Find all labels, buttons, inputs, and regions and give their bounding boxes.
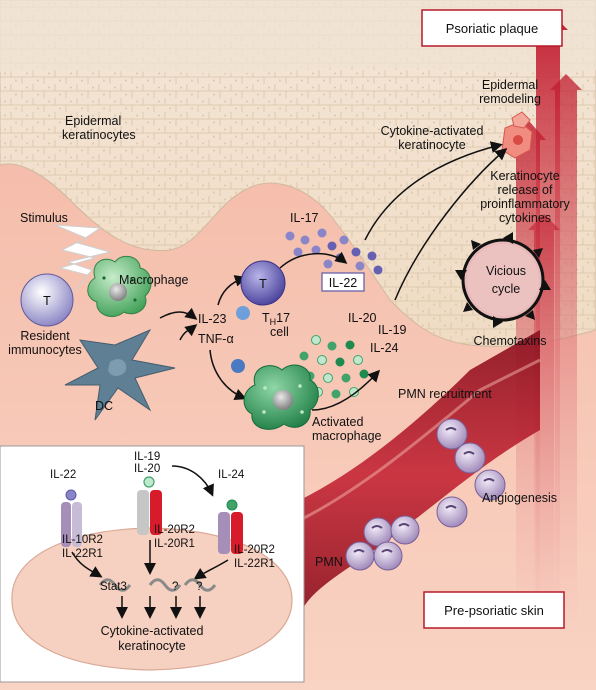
stimulus-label: Stimulus: [20, 211, 68, 225]
pmn-cells-upper: [436, 418, 506, 528]
inset-arrow-to-il24-receptor: [171, 465, 214, 497]
inset-il20r2-label-a: IL-20R2: [154, 524, 195, 536]
inset-il20-molecule: [143, 476, 155, 488]
th17-cell: T: [240, 260, 286, 306]
arrow-il17-to-keratinocyte: [364, 141, 503, 241]
pmn-recruitment-label: PMN recruitment: [398, 387, 492, 401]
activated-keratinocyte-icon: [501, 111, 533, 159]
inset-il20r2-label-b: IL-20R2: [234, 544, 275, 556]
epidermal-keratinocytes-label-1: Epidermal: [65, 114, 121, 128]
arrow-to-il23: [159, 307, 198, 320]
inset-il24-molecule: [226, 499, 238, 511]
inset-arrow-il24-signal: [193, 559, 229, 580]
keratinocyte-cell-pattern: [0, 0, 596, 347]
inset-il10r2-receptor: [72, 502, 82, 547]
psoriatic-plaque-box: Psoriatic plaque: [421, 9, 563, 47]
activated-macrophage-cell: [243, 364, 319, 430]
inset-il22-molecule: [65, 489, 77, 501]
th17-cell-letter: T: [259, 277, 267, 291]
inset-il20-label: IL-20: [134, 463, 160, 475]
inset-result-label-1: Cytokine-activated: [101, 624, 204, 638]
epidermal-remodeling-label-2: remodeling: [479, 92, 541, 106]
il23-label: IL-23: [198, 312, 227, 326]
chemotaxins-label: Chemotaxins: [474, 334, 547, 348]
dc-label: DC: [95, 399, 113, 413]
inset-question-1: ?: [172, 581, 178, 593]
activated-macrophage-label-2: macrophage: [312, 429, 382, 443]
vicious-cycle-label-1: Vicious: [486, 264, 526, 278]
pmn-label: PMN: [315, 555, 343, 569]
pre-psoriatic-skin-box: Pre-psoriatic skin: [423, 591, 565, 629]
inset-il22r1-label-b: IL-22R1: [234, 558, 275, 570]
cytokine-activated-keratinocyte-label-1: Cytokine-activated: [381, 124, 484, 138]
resident-immunocytes-label-2: immunocytes: [8, 343, 82, 357]
vessel-highlight: [299, 358, 541, 522]
il22-box-label: IL-22: [329, 276, 358, 290]
angiogenesis-label: Angiogenesis: [482, 491, 557, 505]
il24-label: IL-24: [370, 341, 399, 355]
inset-stat3-label: Stat3: [100, 581, 127, 593]
inset-arrow-il22-signal: [71, 551, 103, 578]
macrophage-label: Macrophage: [119, 273, 189, 287]
activated-macrophage-label-1: Activated: [312, 415, 363, 429]
pmn-cells-vessel: [345, 515, 420, 571]
inset-il19-label: IL-19: [134, 451, 160, 463]
vicious-cycle: Vicious cycle: [455, 232, 551, 328]
resident-t-cell-letter: T: [43, 294, 51, 308]
macrophage-cell: [87, 255, 152, 317]
arrow-th17-to-il17: [279, 251, 348, 269]
inset-il20r1-receptor: [137, 490, 149, 535]
resident-immunocytes-label-1: Resident: [20, 329, 70, 343]
arrow-macrophage-to-il20: [311, 369, 381, 411]
keratinocyte-release-label-4: cytokines: [499, 211, 551, 225]
inset-dna-strands: [98, 578, 217, 592]
th17-label: TH17: [262, 311, 290, 327]
inset-result-label-2: keratinocyte: [118, 639, 185, 653]
th17-cell-label: cell: [270, 325, 289, 339]
epidermal-keratinocytes-label-2: keratinocytes: [62, 128, 136, 142]
inset-il10r2-label: IL-10R2: [62, 534, 103, 546]
inset-il20r2-receptor-a: [150, 490, 162, 535]
tnf-label: TNF-α: [198, 332, 234, 346]
inset-il20r1-label: IL-20R1: [154, 538, 195, 550]
inset-il22r1-label-a: IL-22R1: [62, 548, 103, 560]
inset-il22r1-receptor: [61, 502, 71, 547]
inset-il22r1-receptor-b: [218, 512, 230, 554]
vicious-cycle-label-2: cycle: [492, 282, 521, 296]
arrow-il20-to-keratinocyte: [394, 148, 508, 301]
il23-molecule-2: [231, 359, 245, 373]
keratinocyte-release-label-2: release of: [498, 183, 553, 197]
inset-panel: IL-22 IL-10R2 IL-22R1 IL-19 IL-20 IL-20R…: [0, 445, 305, 683]
dendritic-cell: [64, 328, 176, 421]
epidermal-remodeling-label-1: Epidermal: [482, 78, 538, 92]
psoriatic-plaque-label: Psoriatic plaque: [446, 21, 539, 36]
inset-il20r2-receptor-b: [231, 512, 243, 554]
arrow-dc-to-il23: [179, 324, 198, 341]
pre-psoriatic-skin-label: Pre-psoriatic skin: [444, 603, 544, 618]
inset-il22-label: IL-22: [50, 469, 76, 481]
arrow-to-activated-macrophage: [209, 349, 247, 401]
inset-il24-label: IL-24: [218, 469, 245, 481]
il23-molecule-1: [236, 306, 250, 320]
il17-label: IL-17: [290, 211, 319, 225]
il19-label: IL-19: [378, 323, 407, 337]
il20-label: IL-20: [348, 311, 377, 325]
il22-box: IL-22: [321, 272, 365, 292]
keratinocyte-release-label-1: Keratinocyte: [490, 169, 560, 183]
inset-question-2: ?: [196, 581, 202, 593]
resident-t-cell: T: [20, 273, 74, 327]
cytokine-activated-keratinocyte-label-2: keratinocyte: [398, 138, 465, 152]
keratinocyte-release-label-3: proinflammatory: [480, 197, 570, 211]
